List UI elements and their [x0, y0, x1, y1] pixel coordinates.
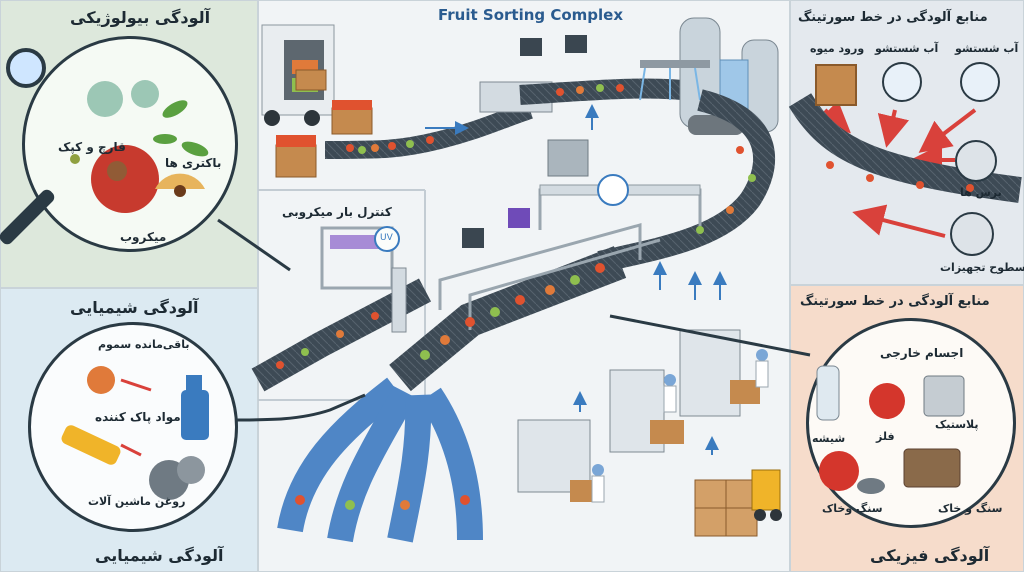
microbial-control-label: کنترل بار میکروبی — [282, 205, 392, 219]
biological-magnifier — [22, 36, 238, 252]
sources-bottom-heading: منابع آلودگی در خط سورتینگ — [800, 294, 990, 309]
microbe-label: میکروب — [120, 230, 167, 244]
equipment-icon — [950, 212, 994, 256]
sources-top-heading: منابع آلودگی در خط سورتینگ — [798, 10, 988, 25]
faucet-icon — [882, 62, 922, 102]
metal-label: فلز — [876, 430, 895, 443]
stone-label: سنگ و خاک — [938, 502, 1003, 515]
fruit-entry-label: ورود میوه — [810, 42, 865, 55]
plastic-label: پلاستیک — [935, 418, 979, 431]
brushes-label: برس ها — [960, 186, 1002, 199]
brush-icon — [955, 140, 997, 182]
fruit-crates — [275, 69, 373, 178]
chemical-circle — [28, 322, 238, 532]
magnifier-lens-small — [6, 48, 46, 88]
stone-label-2: سنگ وخاک — [822, 502, 883, 515]
shower-icon — [960, 62, 1000, 102]
foreign-objects-label: اجسام خارجی — [880, 346, 964, 360]
chemical-footer: آلودگی شیمیایی — [95, 546, 224, 565]
physical-circle — [806, 318, 1016, 528]
exit-chutes — [277, 377, 483, 543]
uv-shield-label: UV — [380, 233, 393, 243]
wash-water-label-1: آب شستشو — [875, 42, 939, 55]
equipment-label: سطوح تجهیزات — [940, 261, 1024, 274]
physical-footer: آلودگی فیزیکی — [870, 546, 990, 565]
page-title: Fruit Sorting Complex — [438, 6, 624, 24]
fruit-crate-icon — [815, 64, 857, 106]
chemical-heading: آلودگی شیمیایی — [70, 298, 199, 317]
detergent-label: مواد پاک کننده — [95, 410, 181, 424]
glass-label: شیشه — [812, 432, 846, 445]
pesticide-label: باقی‌مانده سموم — [98, 338, 190, 351]
oil-label: روغن ماشین آلات — [88, 495, 186, 508]
biological-heading: آلودگی بیولوژیکی — [70, 8, 211, 27]
fungus-label: قارچ و کپک — [58, 140, 126, 154]
bacteria-label: باکتری ها — [165, 156, 222, 170]
wash-water-label-2: آب شستشو — [955, 42, 1019, 55]
uv-shield-badge: UV — [374, 226, 400, 252]
